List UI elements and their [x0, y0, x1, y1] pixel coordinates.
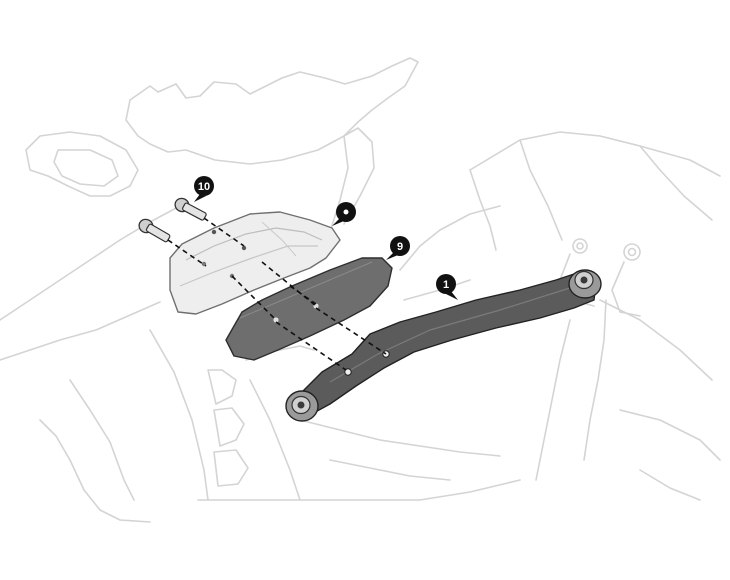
svg-text:10: 10	[198, 181, 210, 193]
assembly-guide-lines	[167, 217, 387, 371]
callout-9: 9	[386, 236, 410, 260]
bolt-icon	[138, 197, 207, 243]
hand-guard-icon	[169, 211, 341, 315]
svg-text:9: 9	[397, 241, 403, 253]
mounting-bracket-icon	[285, 269, 602, 422]
motorcycle-outline	[0, 57, 721, 523]
spacer-plate-icon	[225, 257, 393, 361]
svg-text:1: 1	[443, 279, 449, 291]
callout-guard	[332, 202, 356, 226]
callout-1: 1	[436, 274, 458, 300]
callout-10: 10	[194, 176, 214, 202]
